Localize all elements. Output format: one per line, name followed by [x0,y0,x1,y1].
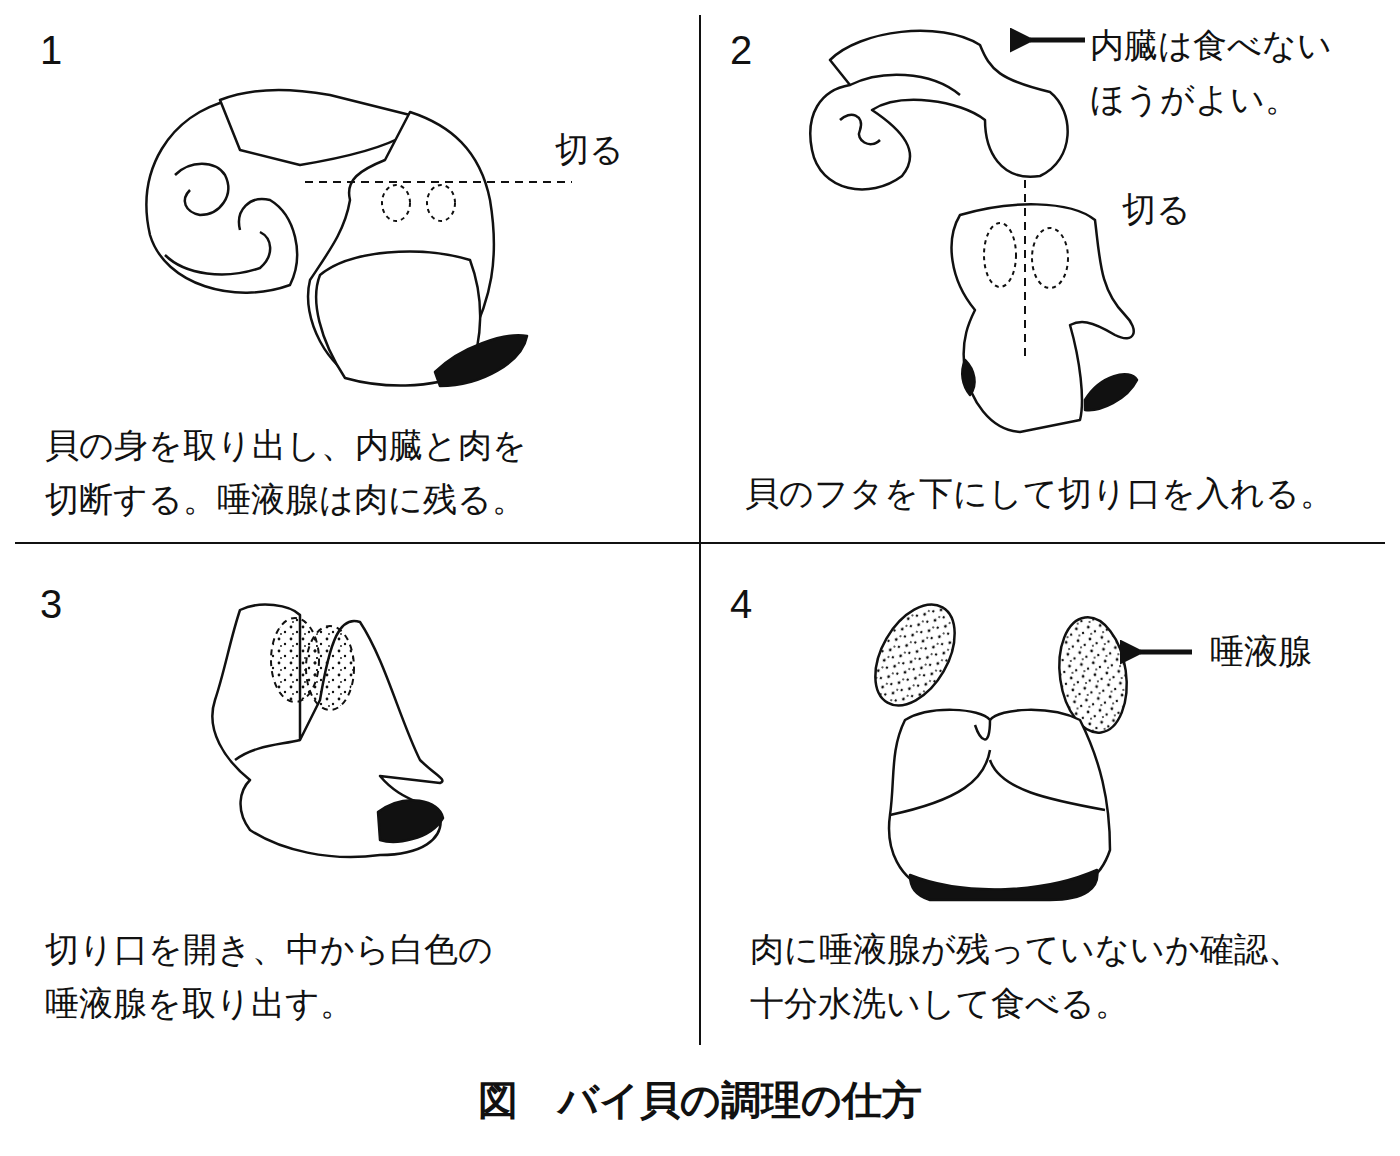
cut-note: 切る [555,122,624,176]
whelk-parts [810,31,1137,432]
panel-number: 1 [40,18,62,82]
warning-note: 内臓は食べない ほうがよい。 [1090,18,1360,127]
divider [699,15,701,1045]
panel-number: 4 [730,572,752,636]
step-text: 肉に唾液腺が残っていないか確認、 十分水洗いして食べる。 [750,922,1350,1031]
step-text: 切り口を開き、中から白色の 唾液腺を取り出す。 [45,922,565,1031]
step-text: 貝の身を取り出し、内臓と肉を 切断する。唾液腺は肉に残る。 [45,418,605,527]
figure-caption: 図 バイ貝の調理の仕方 [0,1068,1400,1132]
divider [15,542,1385,544]
step-text: 貝のフタを下にして切り口を入れる。 [745,466,1334,520]
panel-number: 3 [40,572,62,636]
whelk-meat [147,90,572,386]
cleaned-meat [859,591,1192,900]
part-name: 唾液腺 [1210,624,1312,678]
panel-number: 2 [730,18,752,82]
cut-note: 切る [1122,182,1191,236]
opened-meat [212,605,443,857]
